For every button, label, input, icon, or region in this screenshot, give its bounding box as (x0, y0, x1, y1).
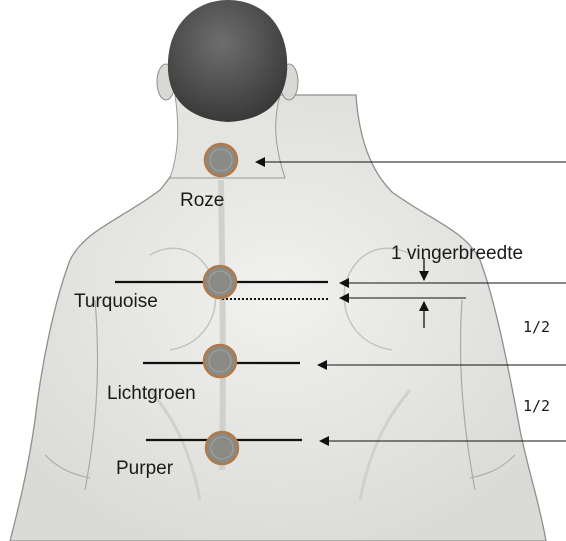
label-turquoise: Turquoise (74, 292, 158, 311)
label-finger-width: 1 vingerbreedte (391, 244, 523, 263)
point-turquoise (204, 266, 236, 298)
label-lichtgroen: Lichtgroen (107, 384, 196, 403)
point-purper (206, 432, 238, 464)
hair (168, 0, 287, 122)
label-half-2: 1/2 (523, 399, 550, 414)
label-roze: Roze (180, 191, 224, 210)
point-roze (205, 144, 237, 176)
point-lichtgroen (204, 345, 236, 377)
label-half-1: 1/2 (523, 320, 550, 335)
label-purper: Purper (116, 459, 173, 478)
spine-groove (221, 180, 223, 470)
